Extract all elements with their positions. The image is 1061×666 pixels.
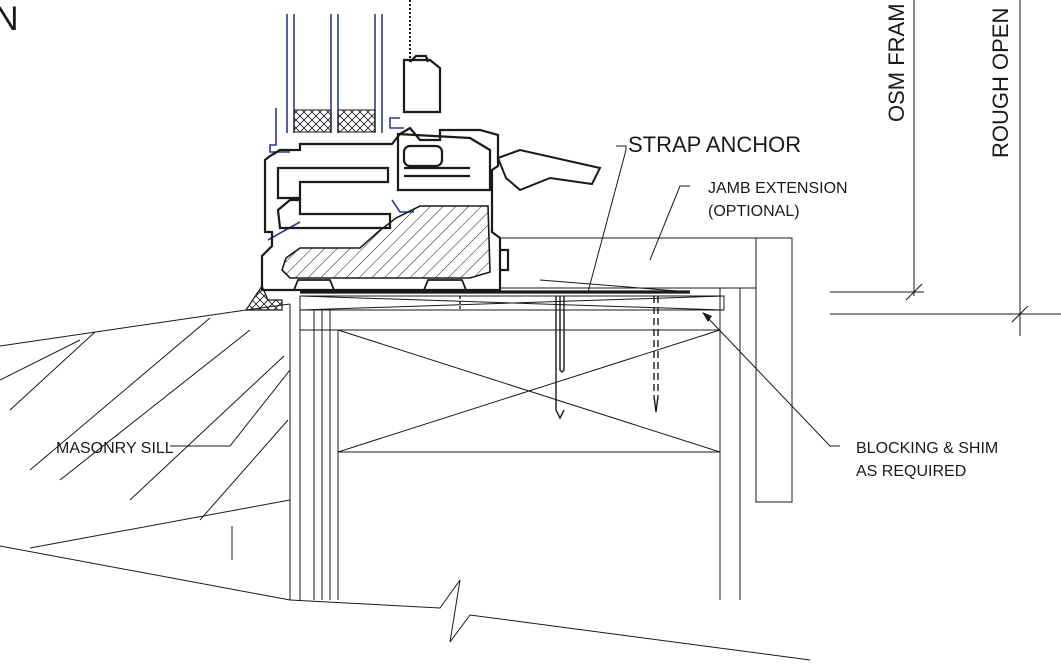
jamb-extension-label-line1: JAMB EXTENSION — [708, 180, 848, 197]
masonry-sill-label: MASONRY SILL — [56, 440, 174, 457]
dimension-lines — [830, 0, 1061, 336]
sash-lock-handle — [496, 148, 602, 192]
leader-lines — [170, 145, 840, 447]
glass-spacer-right — [337, 109, 376, 133]
jamb-extension-leader — [649, 185, 690, 261]
blocking-and-shim — [289, 295, 725, 600]
window-frame-profile — [260, 54, 510, 292]
sealant-bead — [244, 284, 283, 311]
frame-hatched-core — [281, 205, 491, 279]
glass-spacer-left — [293, 109, 332, 133]
strap-anchor-leader — [587, 145, 627, 293]
rough-opening-label: ROUGH OPEN — [988, 8, 1013, 158]
jamb-extension-label-line2: (OPTIONAL) — [708, 203, 800, 220]
masonry-sill-leader — [170, 369, 291, 447]
masonry-sill — [0, 303, 811, 661]
strap-anchor-label: STRAP ANCHOR — [628, 132, 801, 157]
strap-anchor-bend — [539, 279, 691, 293]
title-fragment: N — [0, 0, 19, 38]
blocking-label-line1: BLOCKING & SHIM — [856, 440, 998, 457]
blocking-arrowhead — [702, 312, 712, 322]
blocking-leader — [705, 315, 840, 447]
fasteners — [459, 296, 659, 420]
blocking-label-line2: AS REQUIRED — [856, 463, 966, 480]
glazing-unit — [267, 14, 414, 241]
osm-frame-label: OSM FRAM — [884, 3, 909, 122]
frame-feet — [293, 279, 467, 291]
